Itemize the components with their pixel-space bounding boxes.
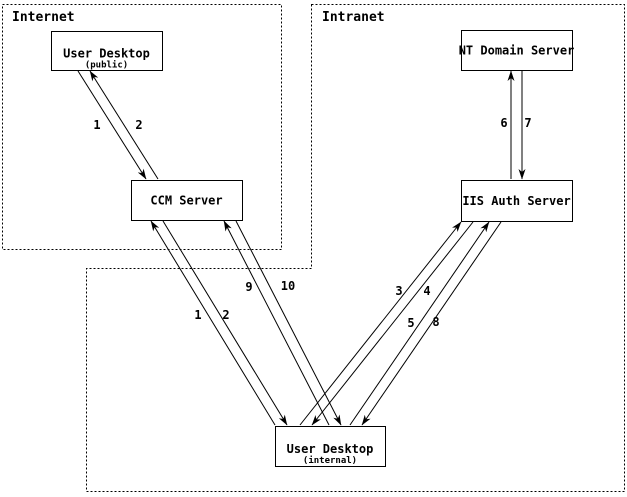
edge-label-public-desktop-to-ccm: 1 <box>93 118 100 132</box>
edge-label-ccm-to-public-desktop: 2 <box>135 118 142 132</box>
nt-domain-server-node-label: NT Domain Server <box>459 44 575 58</box>
edge-internal-desktop-to-iis-5 <box>349 221 490 426</box>
user-desktop-internal-node-sublabel: (internal) <box>303 455 357 466</box>
edge-label-internal-desktop-to-ccm-1: 1 <box>194 308 201 322</box>
edge-label-internal-desktop-to-ccm-9: 9 <box>245 280 252 294</box>
edge-public-desktop-to-ccm <box>77 70 147 180</box>
edge-internal-desktop-to-iis-3 <box>299 221 462 426</box>
user-desktop-public-node <box>51 31 163 71</box>
internet-zone-outline <box>2 4 282 250</box>
nt-domain-server-node <box>461 30 573 71</box>
edge-label-nt-domain-to-iis-7: 7 <box>524 116 531 130</box>
edge-label-internal-desktop-to-iis-3: 3 <box>395 284 402 298</box>
user-desktop-public-node-sublabel: (public) <box>85 60 128 71</box>
zone-outlines <box>2 4 625 492</box>
server-boxes <box>51 30 573 467</box>
edge-iis-to-internal-desktop-8 <box>361 221 502 426</box>
edge-label-iis-to-nt-domain-6: 6 <box>500 116 507 130</box>
iis-auth-server-node <box>461 180 573 222</box>
edge-internal-desktop-to-ccm-9 <box>223 220 330 426</box>
edge-label-iis-to-internal-desktop-8: 8 <box>432 315 439 329</box>
ccm-server-node-label: CCM Server <box>150 194 222 208</box>
edge-ccm-to-internal-desktop-2 <box>162 220 288 426</box>
edge-ccm-to-public-desktop <box>89 70 159 180</box>
user-desktop-internal-node-label: User Desktop <box>287 442 374 456</box>
edge-internal-desktop-to-ccm-1 <box>150 220 276 426</box>
edge-label-iis-to-internal-desktop-4: 4 <box>423 284 430 298</box>
iis-auth-server-node-label: IIS Auth Server <box>462 194 570 208</box>
message-arrows <box>77 70 526 426</box>
edge-iis-to-internal-desktop-4 <box>311 221 474 426</box>
edge-label-ccm-to-internal-desktop-2: 2 <box>222 308 229 322</box>
user-desktop-public-node-label: User Desktop <box>63 47 150 61</box>
edge-label-internal-desktop-to-iis-5: 5 <box>407 316 414 330</box>
intranet-zone-outline <box>86 4 625 492</box>
internet-zone-label: Internet <box>12 10 75 25</box>
edge-label-ccm-to-internal-desktop-10: 10 <box>281 279 295 293</box>
user-desktop-internal-node <box>275 426 386 467</box>
intranet-zone-label: Intranet <box>322 10 385 25</box>
ccm-server-node <box>131 180 243 221</box>
edge-ccm-to-internal-desktop-10 <box>235 220 342 426</box>
